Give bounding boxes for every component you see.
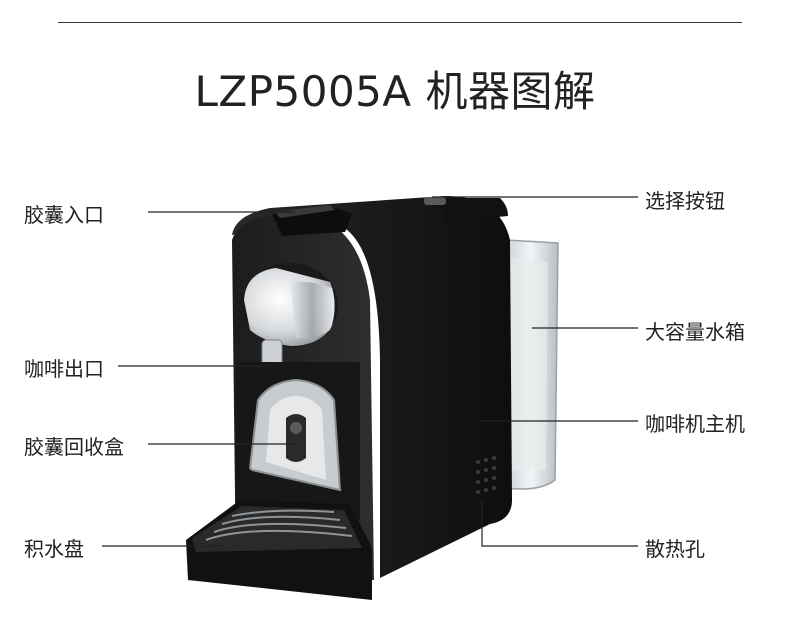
label-vent-holes: 散热孔 [645,537,705,561]
leader-lines [102,196,638,547]
label-coffee-outlet: 咖啡出口 [24,357,104,381]
brew-head [242,263,338,347]
label-main-body: 咖啡机主机 [645,412,745,436]
drip-tray [186,500,372,600]
leader-vent-holes [481,500,638,547]
select-button [424,197,446,205]
water-tank [504,239,559,490]
label-select-button: 选择按钮 [645,189,725,213]
label-drip-tray: 积水盘 [24,537,84,561]
label-water-tank: 大容量水箱 [645,320,745,344]
top-divider [58,22,742,23]
label-capsule-bin: 胶囊回收盒 [24,435,124,459]
label-capsule-inlet: 胶囊入口 [24,203,104,227]
capsule-bin [236,362,360,520]
vent-holes [476,456,496,494]
capsule-inlet-lid [272,205,352,236]
page-title: LZP5005A 机器图解 [194,67,596,116]
